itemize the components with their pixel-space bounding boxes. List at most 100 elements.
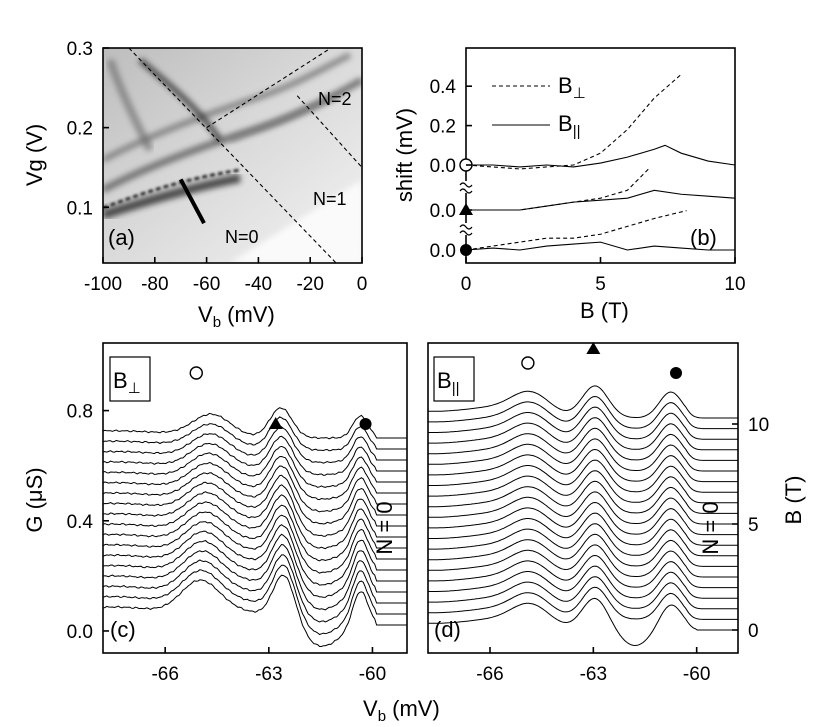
trace-curve [428,586,738,620]
trace-curve [428,406,738,440]
b-series-dashed [465,210,687,251]
trace-curve [428,501,738,536]
b-y-tick-label: 0.0 [430,201,456,222]
c-field-box [109,356,151,402]
b-series-dashed [466,168,650,211]
peak-marker [268,417,283,429]
trace-curve [103,533,407,598]
a-annotation-n1: N=1 [313,189,347,209]
peak-marker [521,356,535,370]
a-thick-line [178,178,206,225]
d-y-tick-label: 0 [748,621,759,642]
b-group-marker [459,203,473,215]
d-field-label: B|| [437,368,459,397]
b-y-tick-label: 0.4 [430,77,457,98]
a-x-axis-label: Vb (mV) [198,302,275,331]
b-x-tick-label: 0 [461,274,472,295]
d-side-label: N = 0 [698,501,723,554]
a-marker-line [178,178,206,225]
c-side-label: N = 0 [372,501,397,554]
d-y-tick-label: 5 [748,515,759,536]
trace-curve [428,427,738,461]
x-tick-label: -63 [580,664,607,685]
b-axis-break-gap [460,181,472,193]
trace-curve [428,512,738,546]
a-annotation-n2: N=2 [318,89,352,109]
trace-curve [103,554,407,623]
b-axis-break-gap [460,223,472,235]
d-traces [428,385,738,647]
trace-curve [428,597,738,647]
a-x-tick-label: -100 [84,274,122,295]
panel-c-label: (c) [110,617,136,642]
trace-curve [103,445,407,488]
panel-d-label: (d) [434,617,461,642]
a-axes-frame [102,47,363,264]
b-x-axis-label: B (T) [580,298,629,323]
b-series [465,73,735,251]
a-dashed-line [128,48,337,263]
c-y-axis-label: G (μS) [22,467,47,532]
trace-curve [103,574,407,647]
b-x-tick-label: 10 [724,274,745,295]
b-y-axis-label: shift (mV) [392,108,417,202]
c-field-label: B⊥ [113,368,141,397]
a-y-tick-label: 0.1 [67,198,93,219]
d-y-ticks-right: 0 5 10 [732,415,769,642]
d-x-ticks: -66 -63 -60 [476,647,710,685]
trace-curve [103,455,407,501]
a-y-axis-label: Vg (V) [22,124,47,186]
c-peak-markers [189,366,372,430]
legend-b-par: B|| [558,111,580,140]
b-series-solid [466,144,735,168]
a-x-tick-label: 0 [357,274,368,295]
trace-curve [428,533,738,567]
trace-curve [428,523,738,557]
b-series-solid [466,189,735,211]
c-y-tick-label: 0.8 [67,402,93,423]
a-dashed-lines [128,48,362,263]
c-axes-frame [102,342,408,654]
b-axis-break-glyph [459,224,473,236]
d-peak-markers [521,342,682,379]
a-y-tick-label: 0.2 [67,119,93,140]
x-tick-label: -63 [255,664,282,685]
b-axis-breaks [459,181,473,236]
x-tick-label: -60 [683,664,710,685]
d-field-box [433,356,475,402]
peak-marker [359,418,372,430]
trace-curve [103,484,407,537]
trace-curve [103,514,407,574]
trace-curve [103,494,407,550]
a-annotation-n0: N=0 [225,227,259,247]
peak-marker [189,366,203,380]
a-x-tick-label: -20 [296,274,323,295]
b-y-tick-label: 0.0 [430,156,456,177]
a-x-tick-label: -60 [193,274,220,295]
b-axis-break-glyph [459,182,473,194]
c-traces [103,407,407,647]
b-legend: B⊥ B|| [492,73,586,140]
trace-curve [103,474,407,525]
trace-curve [428,480,738,514]
a-y-tick-label: 0.3 [67,39,93,60]
trace-curve [103,435,407,476]
trace-curve [103,543,407,611]
b-x-tick-label: 5 [595,274,606,295]
trace-curve [103,425,407,464]
c-y-ticks: 0.00.40.8 [67,402,109,643]
b-series-solid [465,241,735,251]
trace-curve [428,491,738,525]
trace-curve [428,544,738,578]
trace-curve [428,554,738,589]
b-series-dashed [465,73,682,170]
x-tick-label: -66 [476,664,503,685]
trace-curve [428,448,738,483]
trace-curve [428,395,738,430]
d-y-tick-label: 10 [748,415,769,436]
trace-curve [428,438,738,472]
